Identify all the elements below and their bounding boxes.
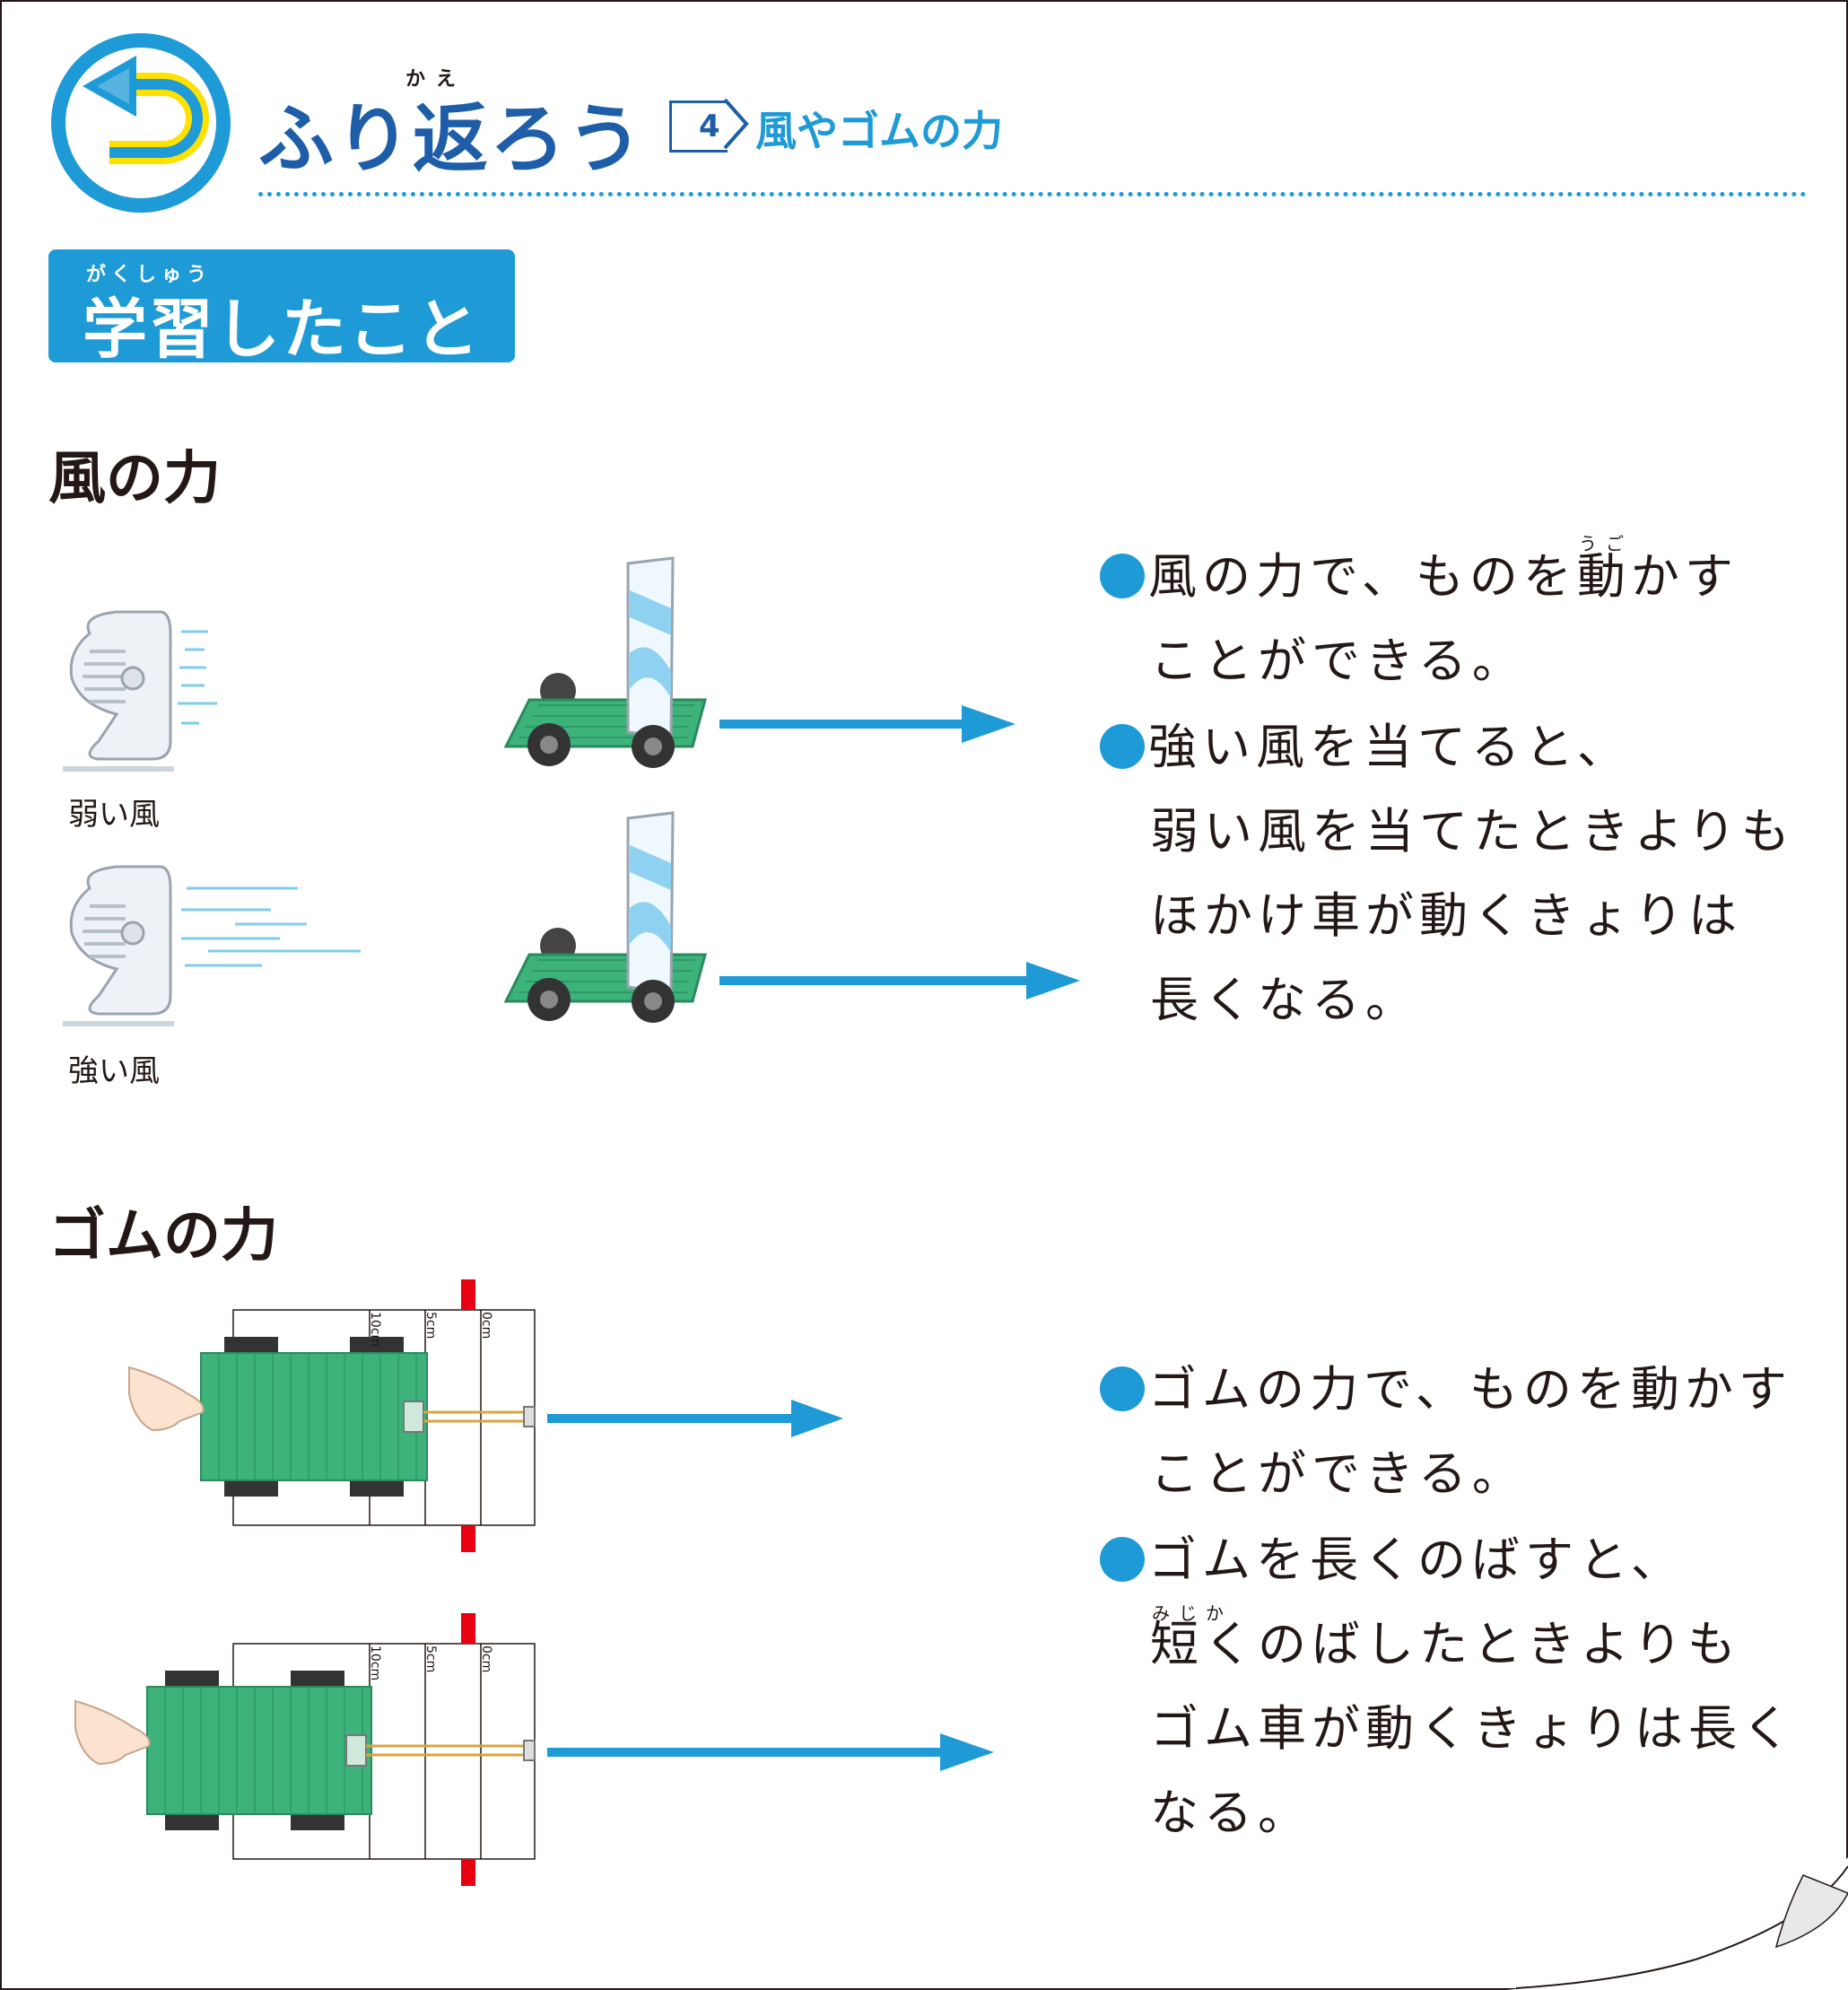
- learned-badge: がくしゅう 学習したこと: [48, 249, 515, 367]
- arrow-right-icon: [719, 962, 1080, 999]
- learned-label: 学習したこと: [83, 292, 482, 367]
- arrow-right-icon: [719, 705, 1016, 743]
- arrow-right-icon: [547, 1733, 994, 1771]
- ruler-mark-5cm: 5cm: [423, 1312, 438, 1340]
- wind-bullet-2-line-1: 強い風を当てると、: [1148, 719, 1631, 775]
- title-ruby: かえ: [405, 68, 467, 91]
- ruler-mark-0cm: 0cm: [479, 1312, 493, 1340]
- bullet-icon: [1100, 724, 1145, 769]
- rubber-bullet-2-line-1: ゴムを長くのばすと、: [1148, 1532, 1685, 1588]
- wind-bullet-1: 風の力で、ものを動かす ことができる。: [1100, 535, 1739, 703]
- bullet-icon: [1100, 554, 1145, 598]
- rubber-bullet-2-line-3: ゴム車が動くきょりは長く: [1150, 1700, 1796, 1757]
- ruler-mark-0cm: 0cm: [479, 1645, 493, 1673]
- ruler-mark-10cm: 10cm: [368, 1312, 382, 1348]
- weak-wind-lines: [178, 630, 217, 725]
- page-curl-icon: [1507, 1857, 1848, 1990]
- rubber-bullet-2-line-4: なる。: [1150, 1785, 1312, 1841]
- rubber-bullet-2: ゴムを長くのばすと、 短くのばしたときよりも ゴム車が動くきょりは長く なる。: [1100, 1518, 1796, 1855]
- bullet-icon: [1100, 1537, 1145, 1582]
- rubber-bullet-1-line-2: ことができる。: [1150, 1445, 1526, 1502]
- ruby-mijika: みじか: [1152, 1602, 1233, 1624]
- ruby-ugo: うご: [1579, 533, 1633, 554]
- rubber-bullet-1: ゴムの力で、ものを動かす ことができる。: [1100, 1348, 1792, 1516]
- ruler-mark-5cm: 5cm: [423, 1645, 438, 1673]
- arrow-right-icon: [547, 1400, 843, 1437]
- return-arrow-icon: [51, 33, 231, 213]
- bullet-icon: [1100, 1366, 1145, 1411]
- ruler-mark-10cm: 10cm: [368, 1645, 382, 1681]
- chevron-right-icon: [723, 98, 749, 150]
- wind-bullet-2-line-4: 長くなる。: [1150, 972, 1419, 1028]
- page-title: ふり返ろう: [258, 95, 645, 183]
- fan-icon: [63, 865, 174, 1026]
- rubber-bullet-2-line-2: 短くのばしたときよりも: [1150, 1616, 1741, 1672]
- fan-icon: [63, 610, 174, 772]
- unit-title: 風やゴムの力: [755, 107, 1003, 155]
- rubber-bullet-1-line-1: ゴムの力で、ものを動かす: [1148, 1361, 1792, 1418]
- rubber-heading: ゴムの力: [48, 1203, 278, 1270]
- wind-bullet-1-line-1: 風の力で、ものを動かす: [1148, 548, 1739, 605]
- rubber-car-diagram: [128, 1279, 536, 1552]
- strong-wind-lines: [181, 886, 361, 967]
- sail-car-image: [503, 556, 707, 768]
- fan-weak-label: 弱い風: [68, 797, 160, 833]
- unit-number: 4: [699, 109, 720, 144]
- wind-bullet-1-line-2: ことができる。: [1150, 633, 1526, 689]
- rubber-car-diagram: [74, 1613, 536, 1886]
- unit-badge: 4: [669, 100, 728, 153]
- fan-strong-label: 強い風: [68, 1053, 160, 1089]
- wind-bullet-2-line-2: 弱い風を当てたときよりも: [1150, 803, 1795, 860]
- sail-car-image: [503, 811, 707, 1023]
- wind-bullet-2: 強い風を当てると、 弱い風を当てたときよりも ほかけ車が動くきょりは 長くなる。: [1100, 705, 1795, 1043]
- wind-bullet-2-line-3: ほかけ車が動くきょりは: [1150, 887, 1742, 944]
- header-divider: [258, 192, 1807, 196]
- wind-heading: 風の力: [48, 446, 221, 512]
- learned-ruby: がくしゅう: [86, 264, 213, 286]
